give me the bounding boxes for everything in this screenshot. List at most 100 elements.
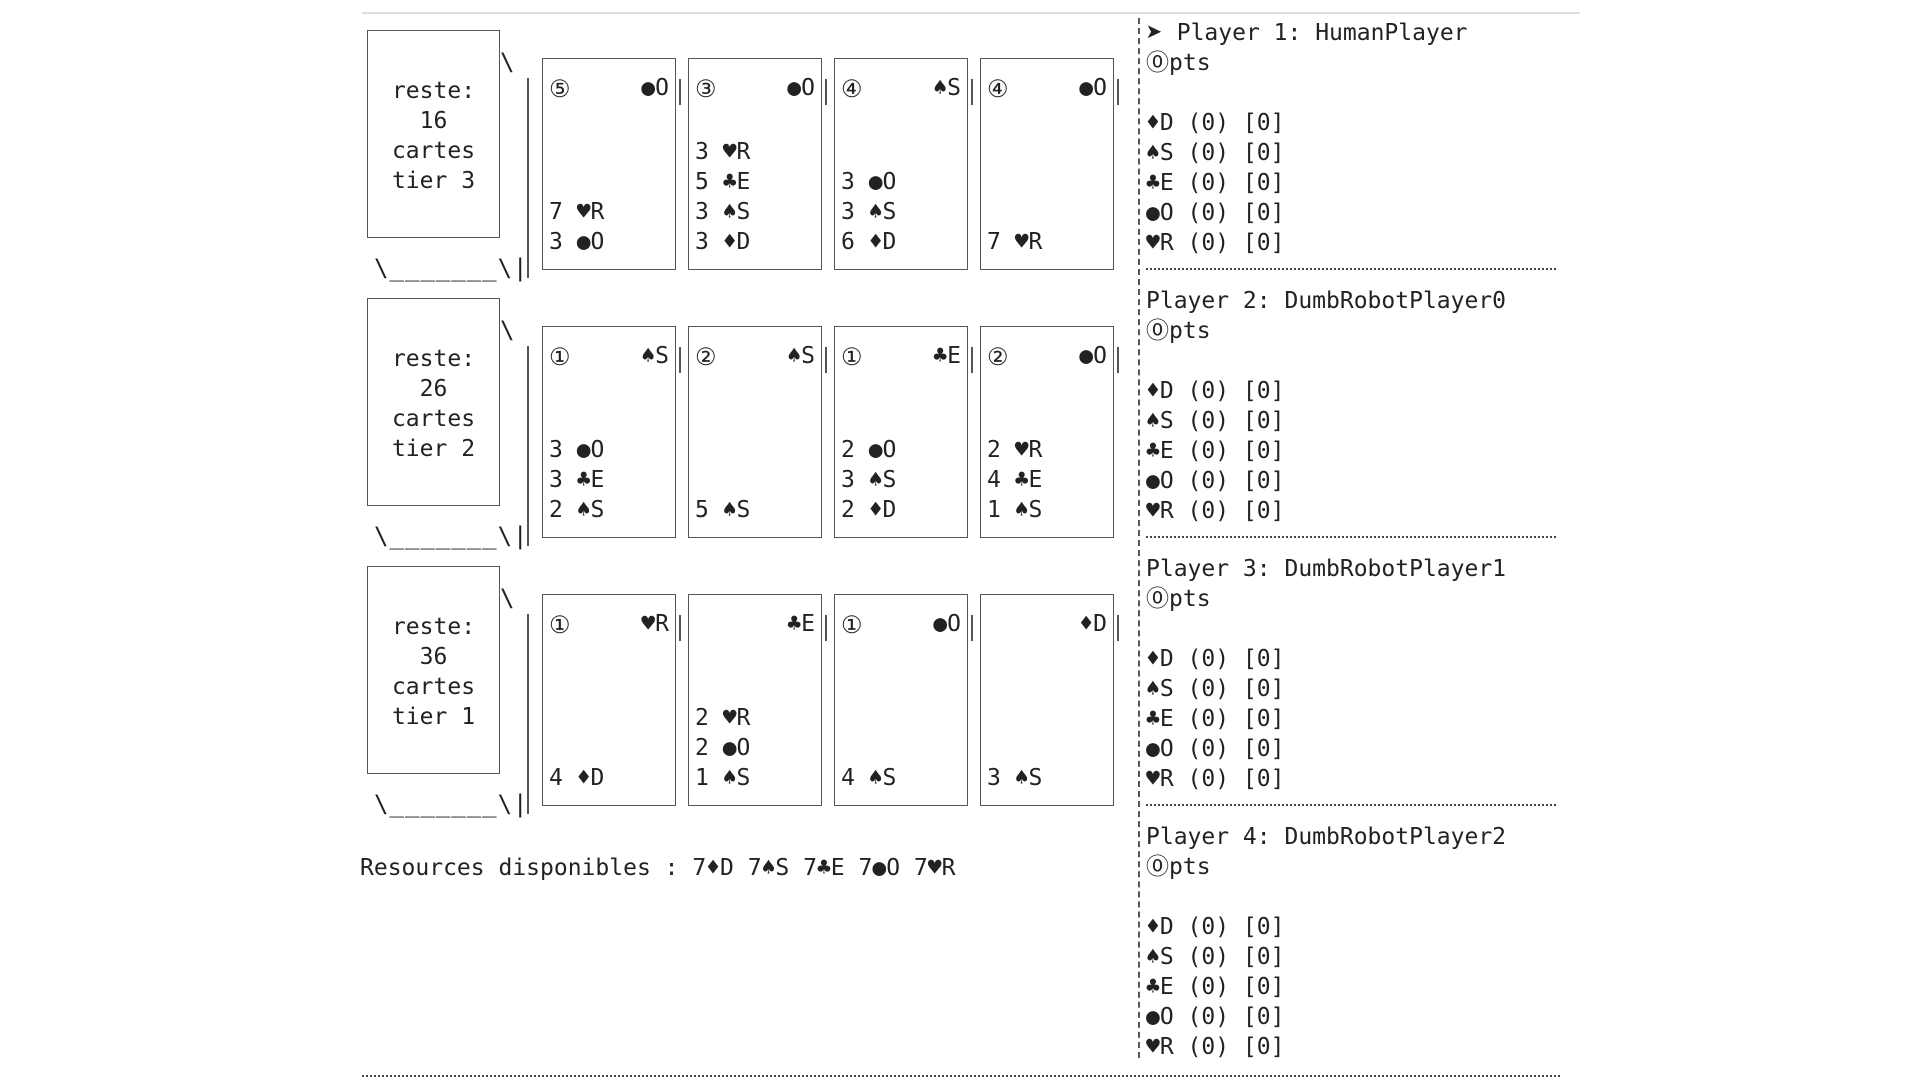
card-points: ② bbox=[987, 343, 1009, 371]
row-divider bbox=[527, 346, 529, 546]
card-frame-bar bbox=[971, 79, 973, 105]
card-points: ③ bbox=[695, 75, 717, 103]
resource-onyx: ●O (0) [0] bbox=[1146, 200, 1285, 226]
card-frame-bar bbox=[679, 615, 681, 641]
card-cost: 2 ♥R bbox=[987, 437, 1043, 463]
deck-tier-3[interactable]: reste: 16 cartes tier 3 bbox=[367, 30, 500, 238]
card-cost: 3 ♦D bbox=[695, 229, 751, 255]
card-points: ④ bbox=[841, 75, 863, 103]
deck-label-line: cartes bbox=[391, 406, 476, 432]
card-bonus: ♠S bbox=[787, 343, 815, 369]
card-tier2-2[interactable]: ② ♠S 5 ♠S bbox=[688, 326, 827, 538]
card-cost: 3 ♠S bbox=[695, 199, 751, 225]
top-rule bbox=[362, 12, 1580, 14]
card-tier1-1[interactable]: ① ♥R 4 ♦D bbox=[542, 594, 681, 806]
player-4-panel: Player 4: DumbRobotPlayer2 ⓪pts ♦D (0) [… bbox=[1146, 822, 1576, 1062]
card-cost: 7 ♥R bbox=[987, 229, 1043, 255]
card-cost: 3 ●O bbox=[549, 229, 605, 255]
card-tier3-3[interactable]: ④ ♠S 3 ●O 3 ♠S 6 ♦D bbox=[834, 58, 973, 270]
resource-diamond: ♦D (0) [0] bbox=[1146, 110, 1285, 136]
card-tier2-1[interactable]: ① ♠S 3 ●O 3 ♣E 2 ♠S bbox=[542, 326, 681, 538]
card-cost: 4 ♦D bbox=[549, 765, 605, 791]
resource-onyx: ●O (0) [0] bbox=[1146, 736, 1285, 762]
player-points: ⓪pts bbox=[1146, 50, 1211, 76]
card-tier3-4[interactable]: ④ ●O 7 ♥R bbox=[980, 58, 1119, 270]
bottom-rule bbox=[362, 1075, 1560, 1077]
card-cost: 2 ●O bbox=[841, 437, 897, 463]
card-bonus: ●O bbox=[933, 611, 961, 637]
card-frame-bar bbox=[825, 615, 827, 641]
player-separator bbox=[1146, 268, 1556, 270]
card-frame-bar bbox=[825, 79, 827, 105]
resource-spade: ♠S (0) [0] bbox=[1146, 140, 1285, 166]
deck-tier-label: tier 3 bbox=[391, 168, 476, 194]
card-cost: 6 ♦D bbox=[841, 229, 897, 255]
card-bonus: ♣E bbox=[933, 343, 961, 369]
deck-tier-1[interactable]: reste: 36 cartes tier 1 bbox=[367, 566, 500, 774]
card-points: ① bbox=[549, 611, 571, 639]
deck-underline: \_______\| bbox=[374, 254, 529, 282]
deck-tier-label: tier 2 bbox=[391, 436, 476, 462]
player-points: ⓪pts bbox=[1146, 854, 1211, 880]
player-points: ⓪pts bbox=[1146, 586, 1211, 612]
player-name: Player 4: DumbRobotPlayer2 bbox=[1146, 824, 1507, 850]
card-bonus: ♠S bbox=[641, 343, 669, 369]
player-resources: ♦D (0) [0] ♠S (0) [0] ♣E (0) [0] ●O (0) … bbox=[1146, 644, 1576, 794]
player-separator bbox=[1146, 536, 1556, 538]
card-cost: 1 ♠S bbox=[695, 765, 751, 791]
resource-ruby: ♥R (0) [0] bbox=[1146, 230, 1285, 256]
card-cost: 3 ♥R bbox=[695, 139, 751, 165]
panel-divider bbox=[1138, 18, 1140, 1058]
card-cost: 3 ♠S bbox=[987, 765, 1043, 791]
card-bonus: ●O bbox=[787, 75, 815, 101]
card-frame-bar bbox=[1117, 615, 1119, 641]
card-points: ④ bbox=[987, 75, 1009, 103]
card-tier3-1[interactable]: ⑤ ●O 7 ♥R 3 ●O bbox=[542, 58, 681, 270]
resource-onyx: ●O (0) [0] bbox=[1146, 1004, 1285, 1030]
current-player-arrow-icon: ➤ bbox=[1146, 16, 1163, 49]
card-cost: 5 ♠S bbox=[695, 497, 751, 523]
deck-slant: \ bbox=[500, 48, 515, 76]
available-resources: Resources disponibles : 7♦D 7♠S 7♣E 7●O … bbox=[360, 855, 956, 881]
card-cost: 5 ♣E bbox=[695, 169, 751, 195]
player-resources: ♦D (0) [0] ♠S (0) [0] ♣E (0) [0] ●O (0) … bbox=[1146, 108, 1576, 258]
player-separator bbox=[1146, 804, 1556, 806]
card-tier2-4[interactable]: ② ●O 2 ♥R 4 ♣E 1 ♠S bbox=[980, 326, 1119, 538]
deck-slant: \ bbox=[500, 584, 515, 612]
resource-spade: ♠S (0) [0] bbox=[1146, 944, 1285, 970]
card-cost: 3 ●O bbox=[841, 169, 897, 195]
resource-ruby: ♥R (0) [0] bbox=[1146, 1034, 1285, 1060]
card-frame-bar bbox=[679, 79, 681, 105]
card-tier1-4[interactable]: ♦D 3 ♠S bbox=[980, 594, 1119, 806]
resource-ruby: ♥R (0) [0] bbox=[1146, 766, 1285, 792]
card-tier1-3[interactable]: ① ●O 4 ♠S bbox=[834, 594, 973, 806]
card-tier2-3[interactable]: ① ♣E 2 ●O 3 ♠S 2 ♦D bbox=[834, 326, 973, 538]
card-cost: 4 ♣E bbox=[987, 467, 1043, 493]
card-cost: 3 ●O bbox=[549, 437, 605, 463]
deck-count: 26 bbox=[419, 376, 448, 402]
player-1-panel: ➤ Player 1: HumanPlayer ⓪pts ♦D (0) [0] … bbox=[1146, 16, 1576, 270]
card-bonus: ♠S bbox=[933, 75, 961, 101]
card-bonus: ♦D bbox=[1079, 611, 1107, 637]
card-bonus: ♥R bbox=[641, 611, 669, 637]
card-cost: 3 ♠S bbox=[841, 199, 897, 225]
card-points: ① bbox=[841, 611, 863, 639]
card-frame-bar bbox=[679, 347, 681, 373]
deck-tier-2[interactable]: reste: 26 cartes tier 2 bbox=[367, 298, 500, 506]
player-name: Player 1: HumanPlayer bbox=[1176, 20, 1468, 46]
deck-label-line: reste: bbox=[391, 78, 476, 104]
player-3-panel: Player 3: DumbRobotPlayer1 ⓪pts ♦D (0) [… bbox=[1146, 554, 1576, 806]
card-cost: 4 ♠S bbox=[841, 765, 897, 791]
player-name: Player 3: DumbRobotPlayer1 bbox=[1146, 556, 1507, 582]
card-cost: 2 ♦D bbox=[841, 497, 897, 523]
deck-label-line: cartes bbox=[391, 138, 476, 164]
card-points: ⑤ bbox=[549, 75, 571, 103]
resource-onyx: ●O (0) [0] bbox=[1146, 468, 1285, 494]
deck-underline: \_______\| bbox=[374, 522, 529, 550]
deck-slant: \ bbox=[500, 316, 515, 344]
card-bonus: ●O bbox=[1079, 343, 1107, 369]
players-panel: ➤ Player 1: HumanPlayer ⓪pts ♦D (0) [0] … bbox=[1138, 16, 1578, 1060]
card-cost: 1 ♠S bbox=[987, 497, 1043, 523]
card-tier1-2[interactable]: ♣E 2 ♥R 2 ●O 1 ♠S bbox=[688, 594, 827, 806]
card-tier3-2[interactable]: ③ ●O 3 ♥R 5 ♣E 3 ♠S 3 ♦D bbox=[688, 58, 827, 270]
